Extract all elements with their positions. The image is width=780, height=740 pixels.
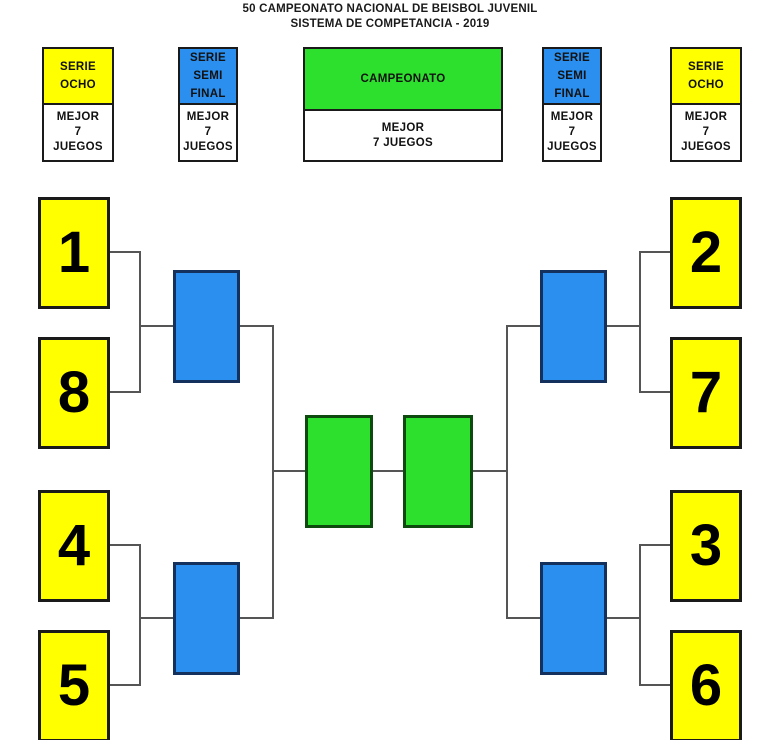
- seed-label: 8: [57, 360, 91, 425]
- seed-box-1[interactable]: 1: [38, 197, 110, 309]
- legend-head-line: SERIE: [687, 61, 724, 73]
- legend-body-line: JUEGOS: [681, 141, 731, 153]
- connector-right-bottom-pair: [639, 544, 670, 686]
- seed-box-5[interactable]: 5: [38, 630, 110, 740]
- legend-body-line: 7 JUEGOS: [373, 136, 433, 149]
- legend-serie-ocho-right: SERIE OCHO MEJOR 7 JUEGOS: [670, 47, 742, 162]
- legend-head-line: SERIE: [59, 61, 96, 73]
- legend-head-line: OCHO: [688, 79, 724, 91]
- legend-body: MEJOR 7 JUEGOS: [44, 105, 112, 160]
- legend-body-line: 7: [204, 126, 212, 138]
- legend-header: SERIE SEMI FINAL: [544, 49, 600, 105]
- seed-box-2[interactable]: 2: [670, 197, 742, 309]
- seed-label: 4: [57, 513, 91, 578]
- legend-header: CAMPEONATO: [305, 49, 501, 111]
- legend-header: SERIE OCHO: [44, 49, 112, 105]
- legend-head-line: CAMPEONATO: [360, 73, 446, 85]
- connector-left-bottom-pair: [110, 544, 141, 686]
- title-line-2: SISTEMA DE COMPETANCIA - 2019: [290, 18, 490, 30]
- legend-body-line: JUEGOS: [183, 141, 233, 153]
- legend-head-line: FINAL: [190, 88, 226, 100]
- legend-campeonato: CAMPEONATO MEJOR 7 JUEGOS: [303, 47, 503, 162]
- legend-body: MEJOR 7 JUEGOS: [672, 105, 740, 160]
- legend-body-line: JUEGOS: [53, 141, 103, 153]
- legend-head-line: SEMI: [557, 70, 587, 82]
- seed-box-3[interactable]: 3: [670, 490, 742, 602]
- legend-head-line: SERIE: [189, 52, 226, 64]
- semifinal-box-right-top[interactable]: [540, 270, 607, 383]
- legend-header: SERIE SEMI FINAL: [180, 49, 236, 105]
- championship-box-right[interactable]: [403, 415, 473, 528]
- semifinal-box-left-top[interactable]: [173, 270, 240, 383]
- connector-right-semis-pair: [506, 325, 540, 619]
- championship-box-left[interactable]: [305, 415, 373, 528]
- seed-label: 6: [689, 653, 723, 718]
- seed-label: 3: [689, 513, 723, 578]
- seed-box-6[interactable]: 6: [670, 630, 742, 740]
- seed-box-4[interactable]: 4: [38, 490, 110, 602]
- connector-left-top-pair: [110, 251, 141, 393]
- page-title: 50 CAMPEONATO NACIONAL DE BEISBOL JUVENI…: [0, 2, 780, 32]
- semifinal-box-right-bottom[interactable]: [540, 562, 607, 675]
- connector-right-top-pair: [639, 251, 670, 393]
- legend-head-line: SERIE: [553, 52, 590, 64]
- seed-label: 7: [689, 360, 723, 425]
- seed-label: 2: [689, 220, 723, 285]
- legend-body: MEJOR 7 JUEGOS: [180, 105, 236, 160]
- legend-body-line: MEJOR: [550, 111, 594, 123]
- legend-head-line: FINAL: [554, 88, 590, 100]
- legend-body-line: MEJOR: [684, 111, 728, 123]
- legend-serie-ocho-left: SERIE OCHO MEJOR 7 JUEGOS: [42, 47, 114, 162]
- seed-box-7[interactable]: 7: [670, 337, 742, 449]
- legend-head-line: SEMI: [193, 70, 223, 82]
- legend-body-line: MEJOR: [186, 111, 230, 123]
- legend-body: MEJOR 7 JUEGOS: [544, 105, 600, 160]
- legend-body-line: 7: [74, 126, 82, 138]
- seed-label: 5: [57, 653, 91, 718]
- title-line-1: 50 CAMPEONATO NACIONAL DE BEISBOL JUVENI…: [242, 3, 538, 15]
- legend-body-line: JUEGOS: [547, 141, 597, 153]
- seed-label: 1: [57, 220, 91, 285]
- legend-header: SERIE OCHO: [672, 49, 740, 105]
- connector-left-semis-pair: [240, 325, 274, 619]
- legend-body-line: MEJOR: [56, 111, 100, 123]
- legend-body: MEJOR 7 JUEGOS: [305, 111, 501, 160]
- legend-body-line: 7: [568, 126, 576, 138]
- legend-head-line: OCHO: [60, 79, 96, 91]
- semifinal-box-left-bottom[interactable]: [173, 562, 240, 675]
- legend-serie-semifinal-right: SERIE SEMI FINAL MEJOR 7 JUEGOS: [542, 47, 602, 162]
- seed-box-8[interactable]: 8: [38, 337, 110, 449]
- legend-body-line: 7: [702, 126, 710, 138]
- legend-serie-semifinal-left: SERIE SEMI FINAL MEJOR 7 JUEGOS: [178, 47, 238, 162]
- legend-body-line: MEJOR: [381, 121, 425, 134]
